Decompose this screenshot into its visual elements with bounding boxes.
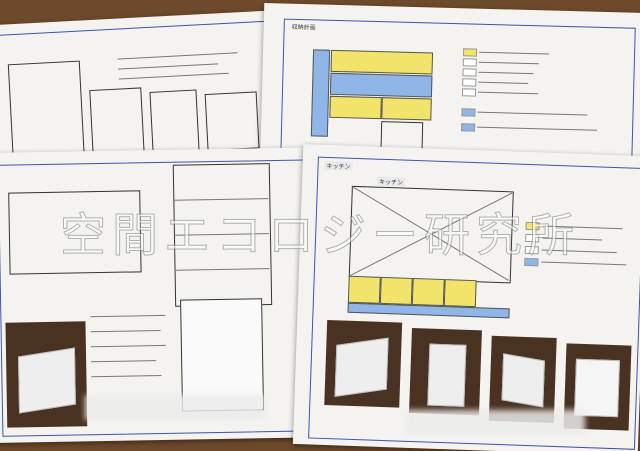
kitchen-box-label: キッチン: [376, 176, 406, 187]
kitchen-plan-sheet-bottom-right: キッチン キッチン: [292, 144, 640, 451]
sheet-header-label: 収納計画: [291, 23, 316, 32]
kitchen-header-label: キッチン: [324, 160, 353, 171]
